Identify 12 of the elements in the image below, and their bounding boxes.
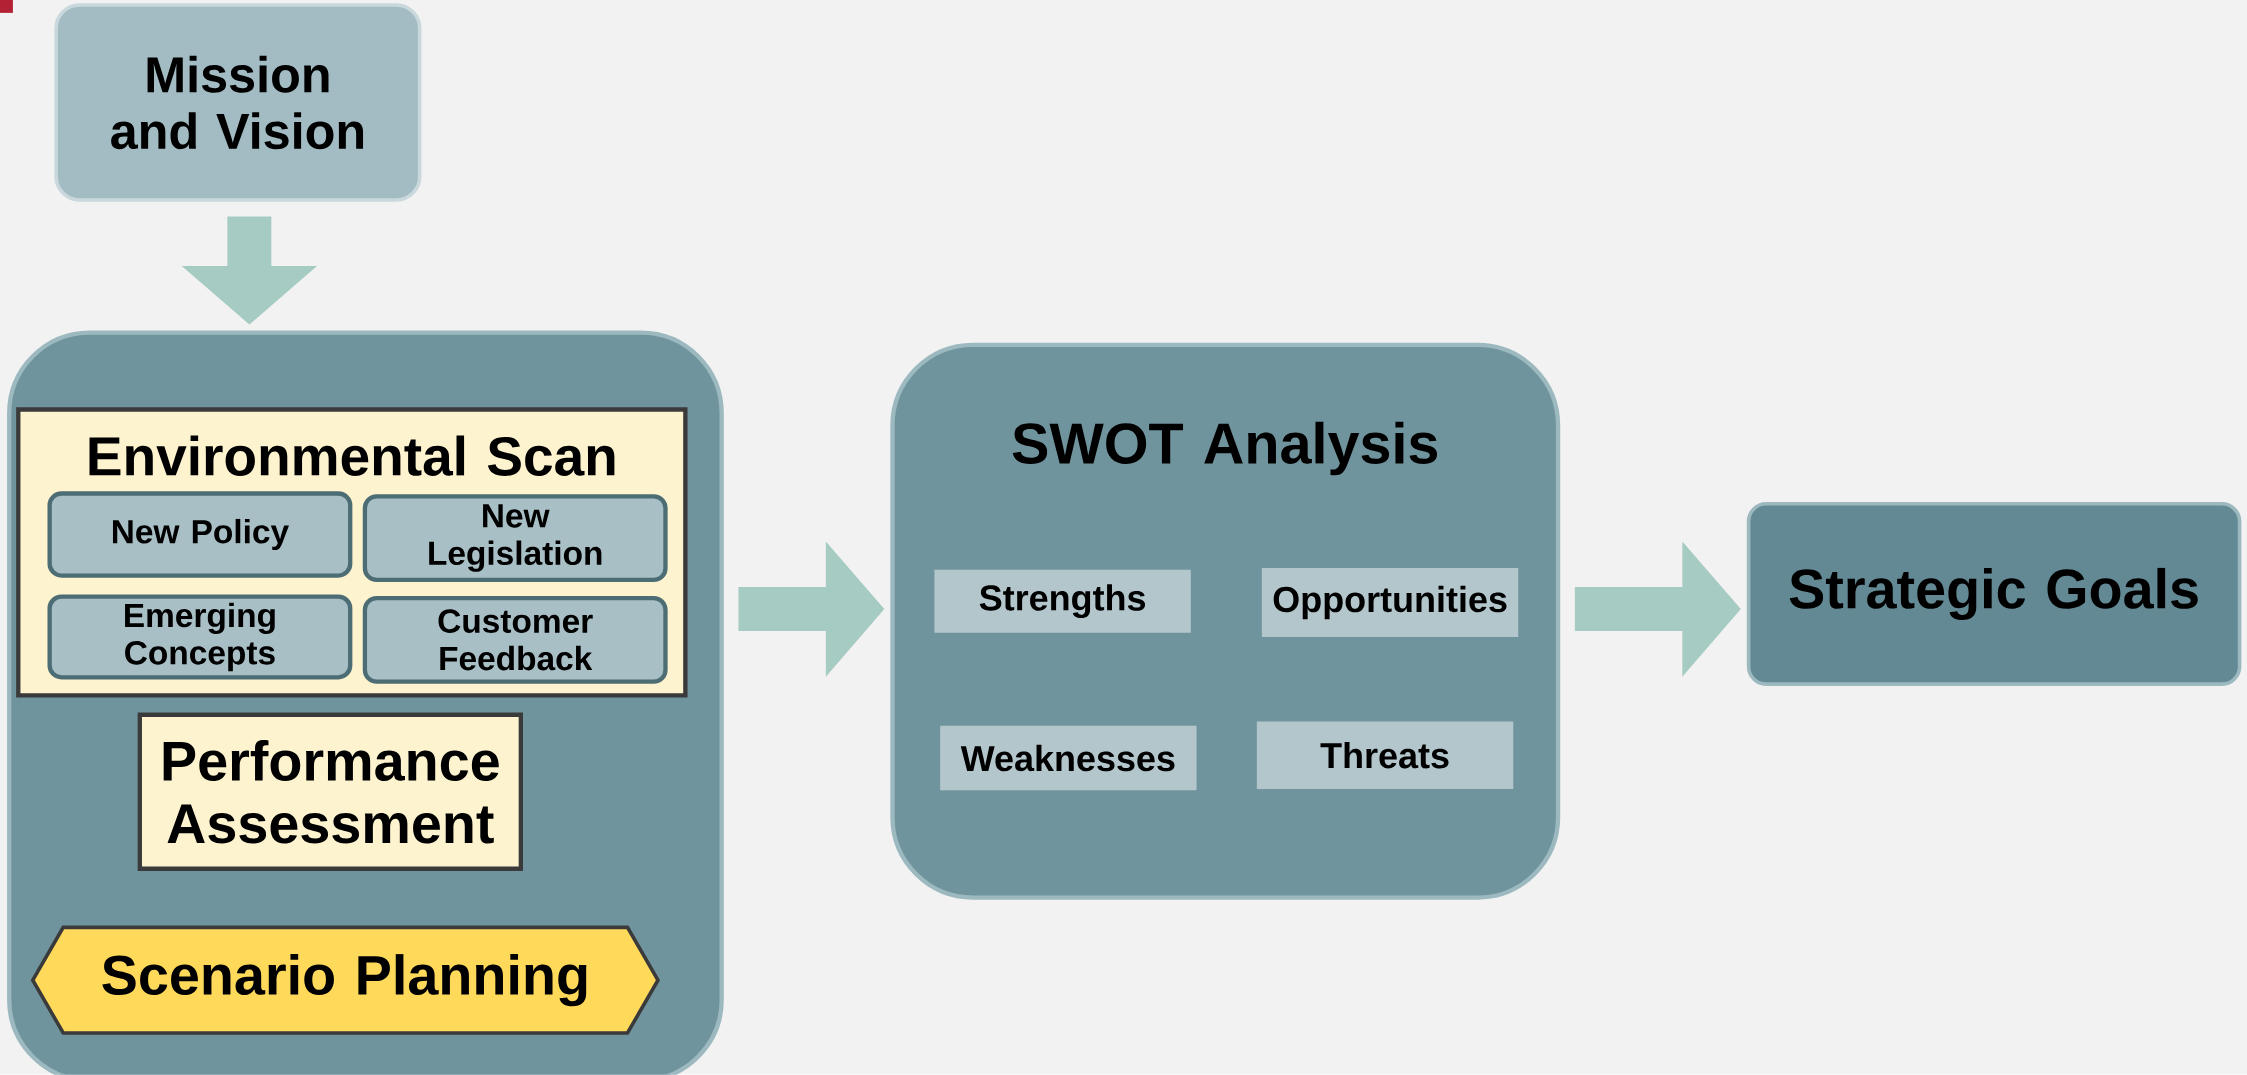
topic-box: New Legislation — [362, 494, 668, 583]
mission-box: Mission and Vision — [54, 3, 422, 202]
scenario-hexagon: Scenario Planning — [30, 925, 661, 1035]
goal-box: Strategic Goals — [1746, 502, 2242, 687]
topic-box: Customer Feedback — [362, 596, 668, 684]
topic-box: New Policy — [47, 491, 353, 578]
swot-box: Strengths — [934, 569, 1191, 633]
assessment-box: Performance Assessment — [137, 712, 523, 871]
topic-box: Emerging Concepts — [47, 594, 353, 680]
swot-box: Opportunities — [1261, 568, 1519, 638]
swot-box: Threats — [1256, 721, 1514, 790]
swot-box: Weaknesses — [940, 725, 1197, 791]
